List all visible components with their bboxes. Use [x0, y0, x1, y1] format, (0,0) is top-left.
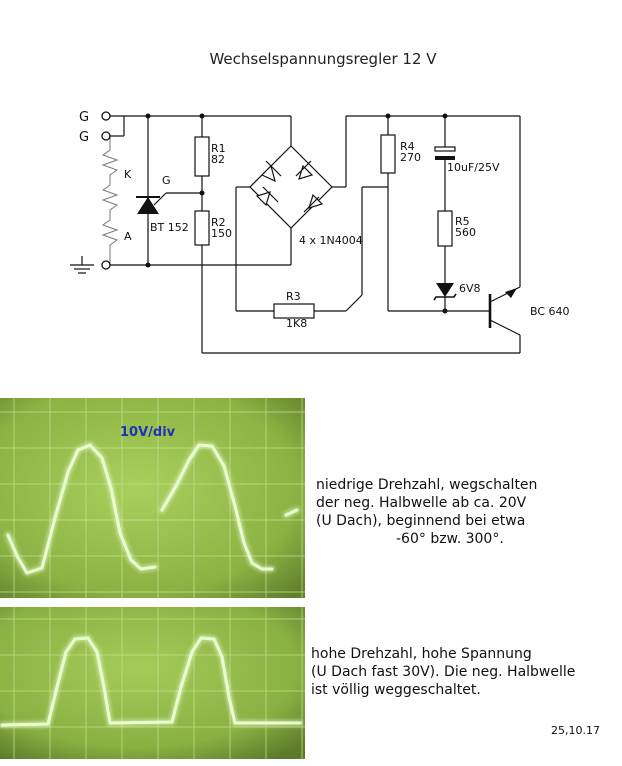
scope2-caption-line-3: ist völlig weggeschaltet.: [311, 682, 481, 698]
label-r2-name: R2: [211, 216, 226, 229]
label-bridge: 4 x 1N4004: [299, 234, 363, 247]
label-r1-value: 82: [211, 153, 225, 166]
scope1-caption-line-1: niedrige Drehzahl, wegschalten: [316, 477, 538, 493]
label-g1: G: [79, 110, 89, 125]
oscilloscope-screen-2: [0, 607, 305, 759]
scope1-trace: [6, 443, 299, 575]
terminal-g2: [101, 131, 111, 141]
terminal-ground: [101, 260, 111, 270]
generator-winding: [101, 136, 119, 265]
scope1-caption: niedrige Drehzahl, wegschalten der neg. …: [316, 476, 537, 548]
label-r5-name: R5: [455, 215, 470, 228]
date-stamp: 25,10.17: [551, 724, 600, 737]
circuit-title: Wechselspannungsregler 12 V: [209, 50, 437, 68]
label-r2-value: 150: [211, 227, 232, 240]
label-r4-name: R4: [400, 140, 415, 153]
oscilloscope-screen-1: 10V/div: [0, 398, 305, 598]
label-capacitor: 10uF/25V: [447, 161, 500, 174]
scope1-caption-line-3: (U Dach), beginnend bei etwa: [316, 513, 526, 529]
label-r4-value: 270: [400, 151, 421, 164]
label-r3-name: R3: [286, 290, 301, 303]
label-a: A: [124, 230, 132, 243]
label-thyristor: BT 152: [150, 221, 189, 234]
scope1-scale-label: 10V/div: [120, 425, 176, 440]
scope1-caption-line-4: -60° bzw. 300°.: [396, 531, 504, 547]
label-k: K: [124, 168, 132, 181]
transistor-emitter-arrow: [505, 288, 517, 298]
label-gate: G: [162, 174, 171, 187]
capacitor-symbol: [434, 146, 456, 160]
label-g2: G: [79, 130, 89, 145]
scope2-caption-line-2: (U Dach fast 30V). Die neg. Halbwelle: [311, 664, 576, 680]
label-r3-value: 1K8: [286, 317, 307, 330]
label-r1-name: R1: [211, 142, 226, 155]
scope1-caption-line-2: der neg. Halbwelle ab ca. 20V: [316, 495, 527, 511]
label-zener: 6V8: [459, 282, 481, 295]
scope2-caption: hohe Drehzahl, hohe Spannung (U Dach fas…: [311, 645, 575, 699]
circuit-diagram: Wechselspannungsregler 12 V: [70, 50, 570, 354]
thyristor-symbol: [136, 196, 160, 214]
terminal-g1: [101, 111, 111, 121]
scope2-trace: [0, 636, 302, 727]
scope2-caption-line-1: hohe Drehzahl, hohe Spannung: [311, 646, 532, 662]
label-transistor: BC 640: [530, 305, 570, 318]
label-r5-value: 560: [455, 226, 476, 239]
zener-diode-symbol: [433, 283, 457, 301]
bridge-rectifier: [255, 160, 324, 213]
